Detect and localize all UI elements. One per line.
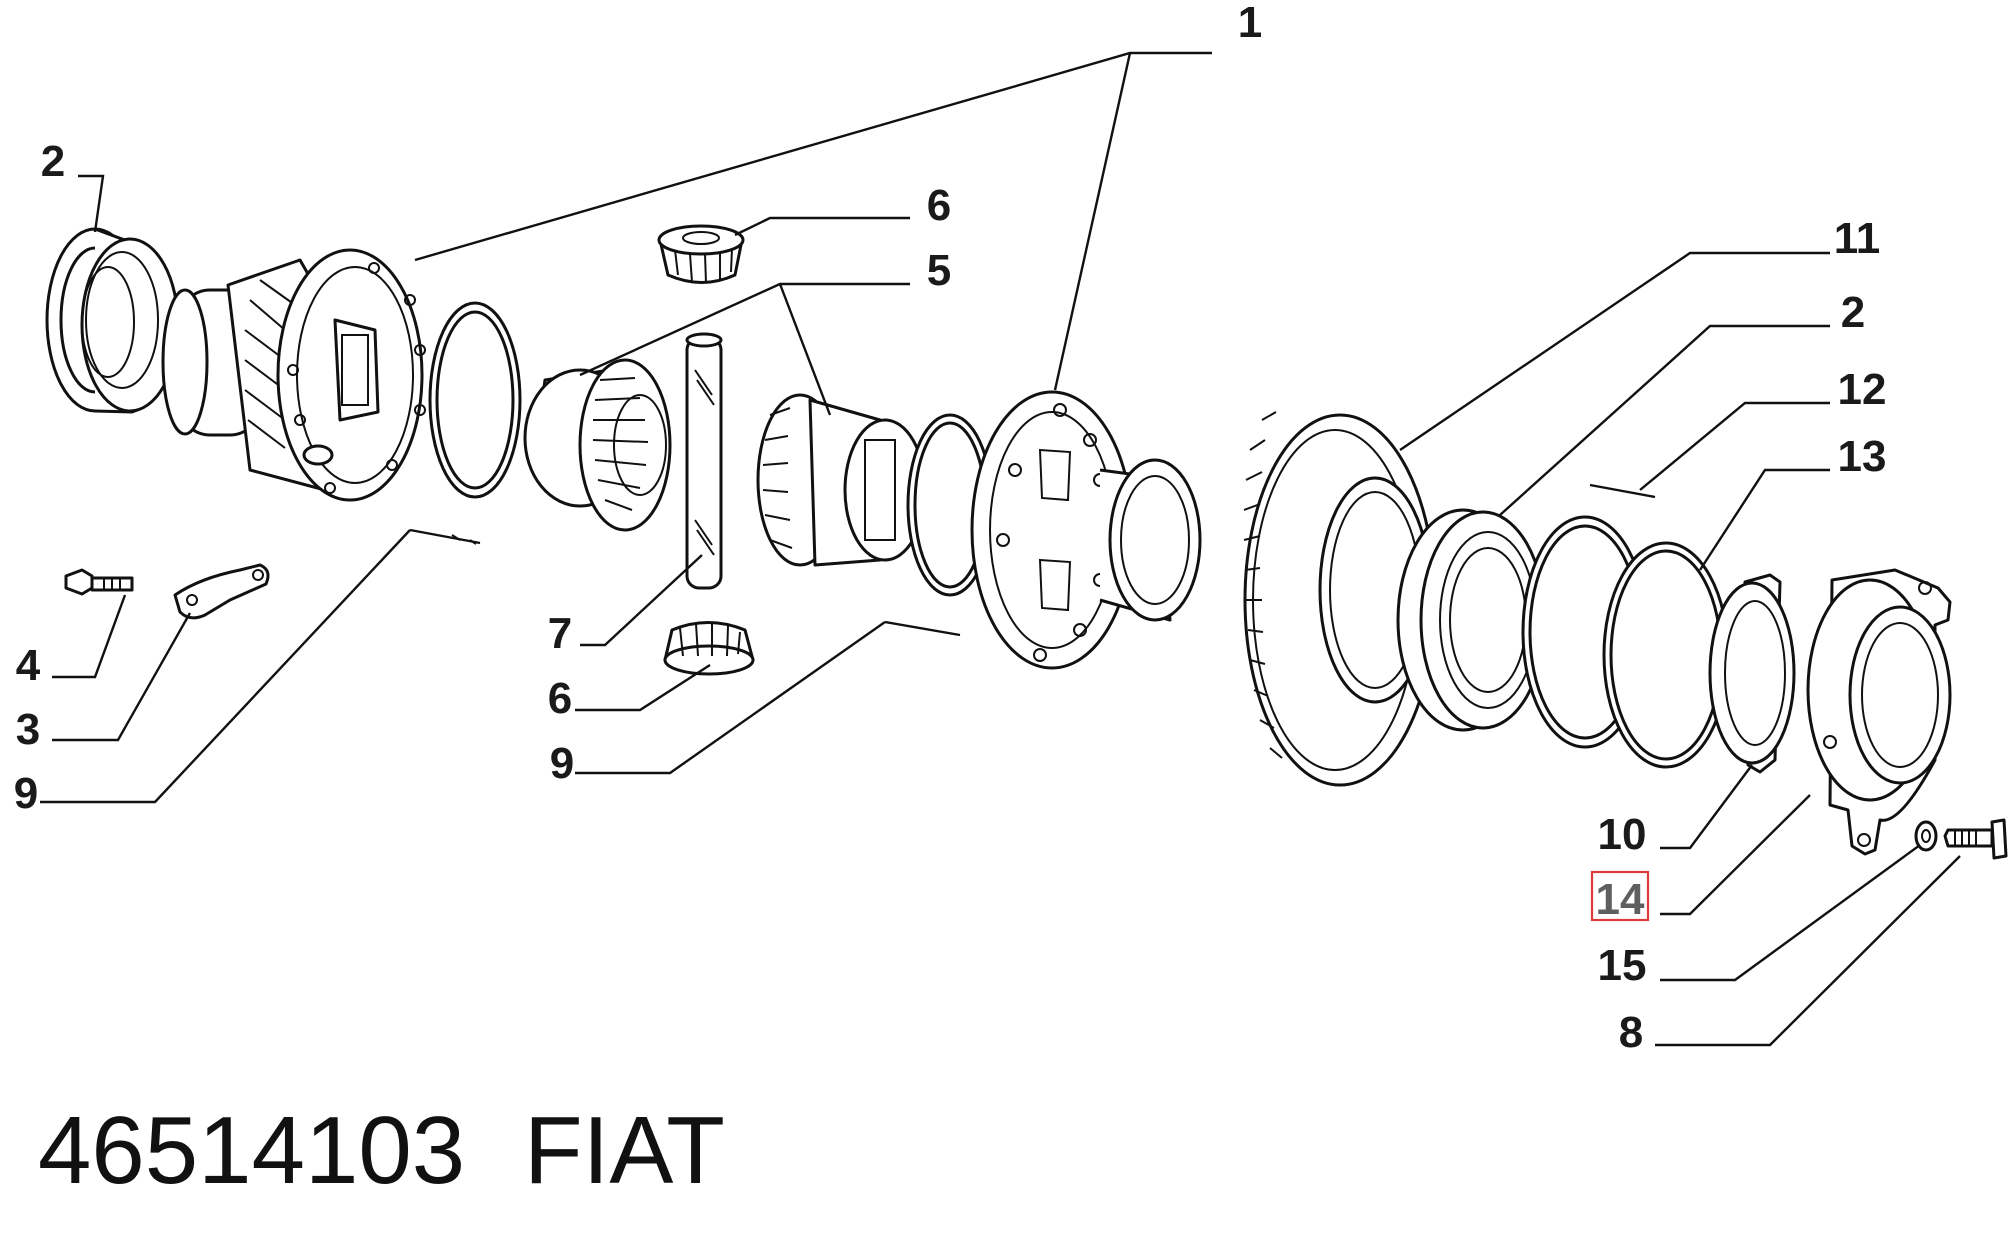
bearing-right	[1396, 508, 1547, 732]
planet-gear-bottom	[663, 621, 755, 676]
callout-3: 3	[16, 705, 40, 754]
washer-15	[1914, 820, 1938, 852]
shim-ring-middle	[906, 413, 994, 597]
side-gear-right	[756, 393, 927, 567]
callout-11: 11	[1834, 214, 1881, 263]
lock-plate-3	[173, 563, 270, 620]
callout-6-top: 6	[927, 181, 951, 230]
differential-pin	[685, 332, 723, 590]
callout-4: 4	[16, 641, 41, 690]
callout-9-left: 9	[14, 769, 38, 818]
part-number: 46514103	[38, 1097, 465, 1204]
leader-lines	[40, 51, 1961, 1047]
side-gear-left	[523, 358, 672, 532]
brand-name: FIAT	[524, 1097, 725, 1204]
callout-2-left: 2	[41, 137, 65, 186]
callout-1: 1	[1238, 0, 1262, 47]
bolt-8	[1943, 818, 2008, 860]
callout-8: 8	[1619, 1008, 1643, 1057]
planet-gear-top	[657, 224, 745, 284]
callout-14-highlight-box	[1590, 870, 1650, 922]
thickness-arrows	[409, 483, 1656, 637]
differential-housing-right	[970, 390, 1202, 670]
shim-ring-left	[428, 301, 522, 499]
callout-labels: 1 2 6 5 11 2 12 13 4 3 9 7 6 9 10 14 15 …	[14, 0, 1887, 1057]
callout-9-middle: 9	[550, 739, 574, 788]
callout-13: 13	[1838, 432, 1887, 481]
differential-housing-left	[161, 248, 426, 502]
callout-14: 14	[1596, 875, 1645, 924]
callout-15: 15	[1598, 941, 1647, 990]
callout-6-bottom: 6	[548, 674, 572, 723]
cover-14	[1806, 568, 1952, 856]
bolt-4	[64, 568, 134, 596]
callout-2-right: 2	[1841, 288, 1865, 337]
seal-10	[1708, 573, 1796, 774]
callout-7: 7	[548, 609, 572, 658]
callout-5: 5	[927, 246, 951, 295]
callout-10: 10	[1598, 810, 1647, 859]
callout-12: 12	[1838, 365, 1887, 414]
bearing-left	[45, 227, 180, 414]
